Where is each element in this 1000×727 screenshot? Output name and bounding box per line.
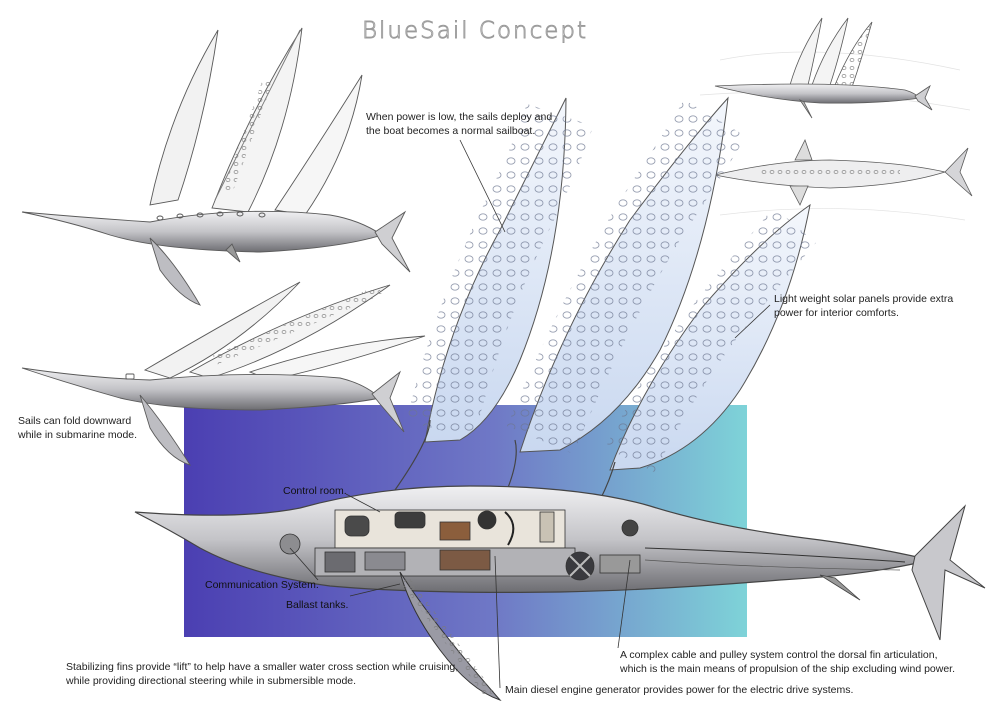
sketch-boat-top-view <box>714 138 973 206</box>
note-solar-panels: Light weight solar panels provide extra … <box>774 293 954 319</box>
tail-fin <box>911 504 986 641</box>
note-control-room: Control room. <box>283 485 347 497</box>
sketch-boat-top-right <box>714 17 933 119</box>
leader-lines <box>289 139 771 689</box>
interior-cutaway <box>279 509 641 581</box>
sketch-boat-sails-folded <box>21 281 426 466</box>
note-cable-pulley: A complex cable and pulley system contro… <box>620 649 956 675</box>
note-ballast-tanks: Ballast tanks. <box>286 599 349 611</box>
note-engine-generator: Main diesel engine generator provides po… <box>505 684 854 696</box>
note-communication-system: Communication System. <box>205 579 319 591</box>
main-boat <box>134 96 986 702</box>
page-title: BlueSail Concept <box>361 18 589 45</box>
sketch-boat-sails-up <box>21 27 411 306</box>
note-stabilizing-fins: Stabilizing fins provide “lift” to help … <box>66 661 459 687</box>
note-sails-low-power: When power is low, the sails deploy and … <box>366 111 553 137</box>
note-sails-fold: Sails can fold downward while in submari… <box>18 415 138 441</box>
